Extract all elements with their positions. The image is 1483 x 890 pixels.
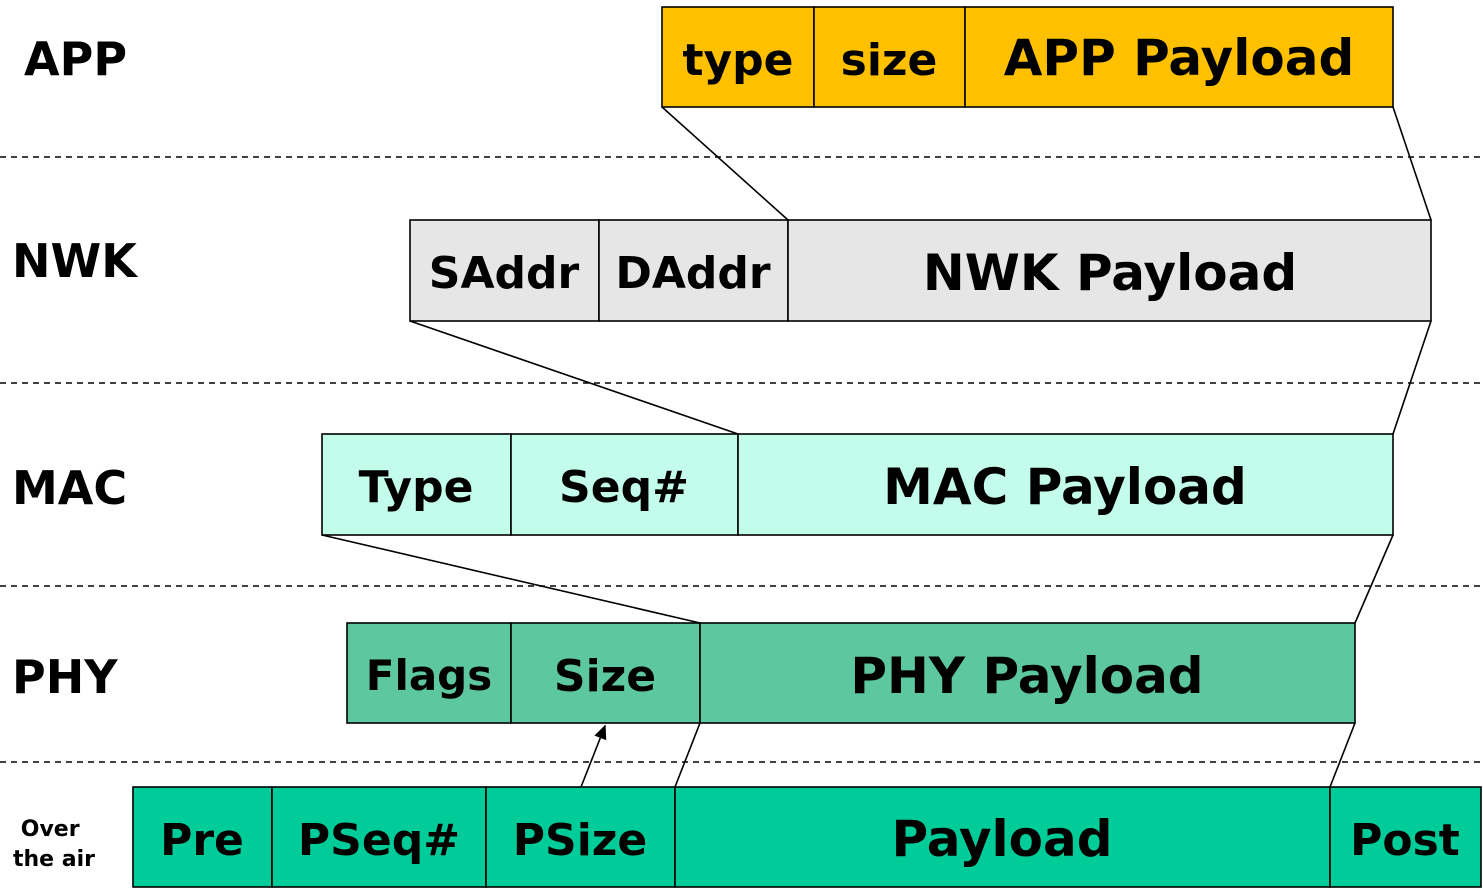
- connector-app-left: [661, 106, 789, 221]
- mac-field-type-label: Type: [359, 462, 474, 513]
- phy-field-payload-label: PHY Payload: [850, 647, 1203, 705]
- nwk-field-payload-label: NWK Payload: [923, 244, 1297, 302]
- nwk-field-payload: [787, 219, 1432, 322]
- phy-field-size-label: Size: [554, 651, 656, 702]
- app-field-type-label: type: [682, 35, 793, 86]
- phy-frame: Flags Size PHY Payload: [346, 622, 1356, 724]
- layer-label-mac: MAC: [12, 461, 127, 515]
- nwk-field-saddr: [409, 219, 600, 322]
- air-field-pre: [132, 786, 273, 888]
- air-frame: Pre PSeq# PSize Payload Post: [132, 786, 1482, 888]
- mac-field-seq-label: Seq#: [559, 462, 689, 513]
- phy-field-payload: [699, 622, 1356, 724]
- connector-mac-left: [321, 534, 701, 624]
- connector-nwk-right: [1392, 320, 1432, 435]
- layer-label-phy: PHY: [12, 650, 118, 704]
- app-field-size: [813, 6, 966, 108]
- air-field-payload: [674, 786, 1331, 888]
- air-field-pre-label: Pre: [160, 815, 244, 866]
- layer-label-air-line1: Over: [21, 817, 80, 842]
- psize-to-size-arrow: [580, 724, 607, 788]
- air-field-post-label: Post: [1350, 815, 1460, 866]
- mac-frame: Type Seq# MAC Payload: [321, 433, 1394, 536]
- phy-field-flags-label: Flags: [366, 651, 493, 700]
- nwk-field-daddr-label: DAddr: [615, 248, 771, 299]
- phy-field-size: [510, 622, 701, 724]
- nwk-field-saddr-label: SAddr: [429, 248, 580, 299]
- layer-label-air-line2: the air: [13, 847, 95, 872]
- layer-label-nwk: NWK: [12, 234, 139, 288]
- mac-field-payload-label: MAC Payload: [883, 458, 1247, 516]
- air-field-pseq-label: PSeq#: [298, 815, 460, 866]
- air-field-post: [1329, 786, 1482, 888]
- air-field-pseq: [271, 786, 487, 888]
- air-field-payload-label: Payload: [891, 810, 1112, 868]
- phy-field-flags: [346, 622, 512, 724]
- nwk-field-daddr: [598, 219, 789, 322]
- nwk-frame: SAddr DAddr NWK Payload: [409, 219, 1432, 322]
- app-frame: type size APP Payload: [661, 6, 1394, 108]
- connector-app-right: [1392, 106, 1432, 221]
- layer-label-air: Over the air: [13, 817, 95, 872]
- air-field-psize-label: PSize: [513, 815, 647, 866]
- app-field-payload: [964, 6, 1394, 108]
- connector-phy-left: [674, 722, 701, 788]
- app-field-type: [661, 6, 815, 108]
- connector-phy-right: [1329, 722, 1356, 788]
- layer-label-app: APP: [24, 32, 127, 86]
- app-field-payload-label: APP Payload: [1004, 29, 1355, 87]
- connector-mac-right: [1354, 534, 1394, 624]
- app-field-size-label: size: [841, 35, 938, 86]
- connector-nwk-left: [409, 320, 739, 435]
- mac-field-payload: [737, 433, 1394, 536]
